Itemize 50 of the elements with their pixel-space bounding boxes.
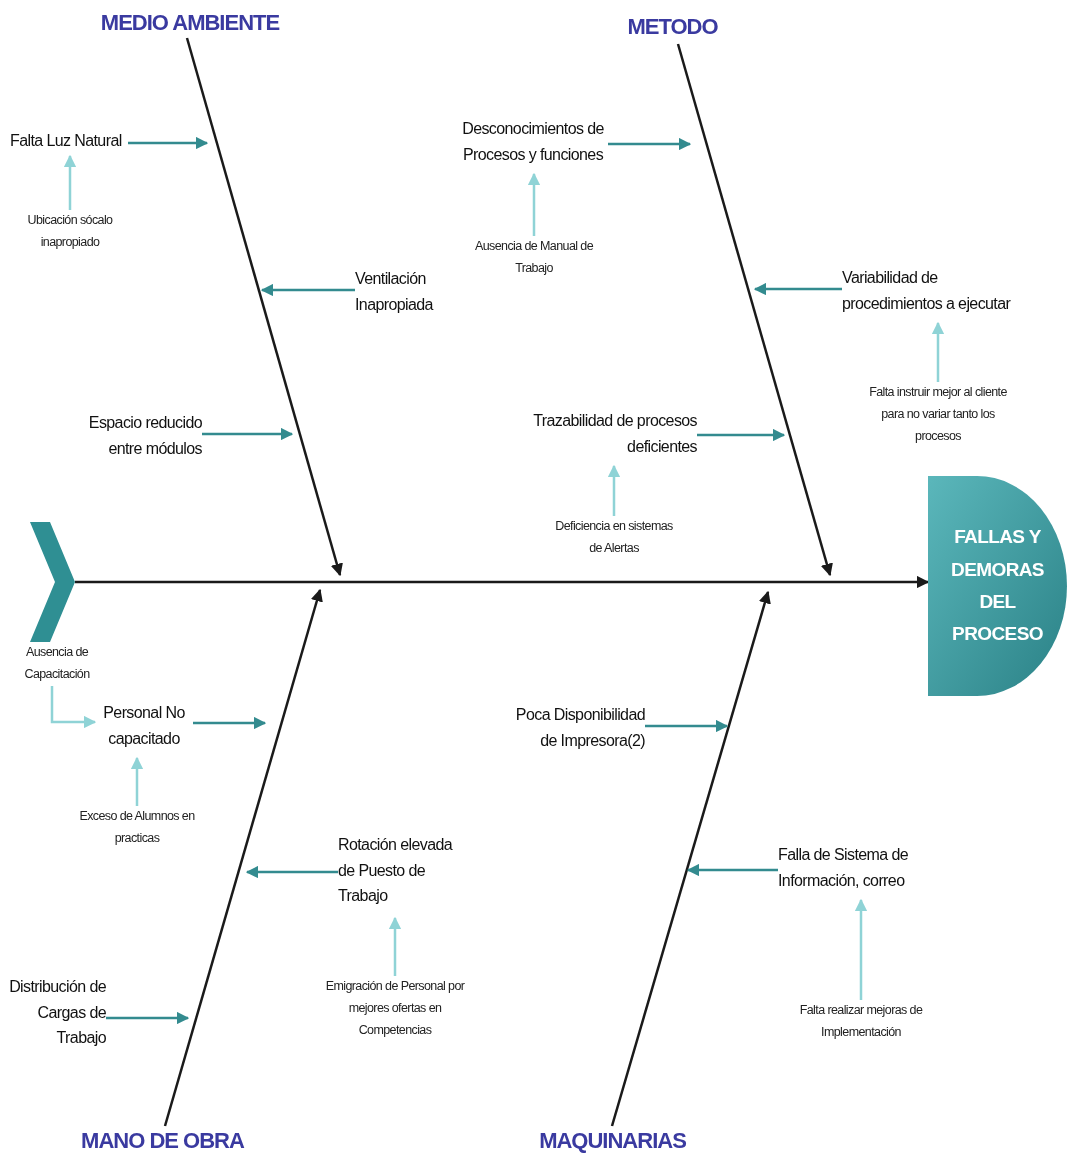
sub-cause-text: Emigración de Personal por mejores ofertas en Competencias — [318, 976, 472, 1042]
sub-cause-text: Ausencia de Capacitación — [12, 642, 102, 686]
arrow — [130, 756, 144, 806]
arrow — [202, 427, 294, 441]
category-label: MAQUINARIAS — [530, 1126, 695, 1156]
bone-arrow — [676, 43, 833, 577]
arrow — [854, 898, 868, 1000]
fish-tail-chevron — [30, 522, 75, 642]
sub-cause-text: Deficiencia en sistemas de Alertas — [555, 516, 673, 560]
cause-text: Falla de Sistema de Información, correo — [778, 842, 958, 900]
cause-text: Falta Luz Natural — [10, 128, 128, 156]
cause-text: Trazabilidad de procesos deficientes — [522, 408, 697, 466]
arrow — [63, 154, 77, 210]
effect-text: FALLAS Y DEMORAS DEL PROCESO — [950, 525, 1045, 647]
bone-arrow — [163, 588, 323, 1127]
cause-text: Ventilación Inapropiada — [355, 266, 455, 324]
cause-text: Variabilidad de procedimientos a ejecutar — [842, 265, 1017, 323]
cause-text: Rotación elevada de Puesto de Trabajo — [338, 832, 463, 918]
arrow — [697, 428, 786, 442]
effect-box — [928, 476, 1067, 696]
sub-cause-text: Falta instruir mejor al cliente para no variar tanto los procesos — [860, 382, 1016, 448]
bone-arrow — [610, 590, 771, 1127]
sub-cause-text: Exceso de Alumnos en practicas — [72, 806, 202, 850]
arrow — [607, 464, 621, 516]
arrow — [128, 136, 209, 150]
arrow — [608, 137, 692, 151]
category-label: MEDIO AMBIENTE — [95, 8, 285, 38]
arrow — [645, 719, 729, 733]
arrow — [527, 172, 541, 236]
arrow — [388, 916, 402, 976]
spine-arrow — [75, 575, 930, 589]
sub-cause-text: Ausencia de Manual de Trabajo — [468, 236, 600, 280]
category-label: METODO — [615, 12, 730, 44]
arrow — [686, 863, 778, 877]
cause-text: Personal No capacitado — [95, 700, 193, 758]
arrow — [753, 282, 842, 296]
category-label: MANO DE OBRA — [75, 1126, 250, 1156]
cause-text: Poca Disponibilidad de Impresora(2) — [500, 702, 645, 760]
arrow — [245, 865, 338, 879]
cause-text: Distribución de Cargas de Trabajo — [4, 974, 106, 1060]
arrow — [260, 283, 355, 297]
cause-text: Desconocimientos de Procesos y funciones — [458, 116, 608, 174]
arrow — [931, 321, 945, 382]
arrow — [193, 716, 267, 730]
sub-cause-text: Falta realizar mejoras de Implementación — [786, 1000, 936, 1044]
sub-cause-text: Ubicación sócalo inapropiado — [15, 210, 125, 254]
bone-arrow — [185, 37, 343, 577]
arrow — [106, 1011, 190, 1025]
arrow — [50, 686, 97, 729]
cause-text: Espacio reducido entre módulos — [72, 410, 202, 468]
